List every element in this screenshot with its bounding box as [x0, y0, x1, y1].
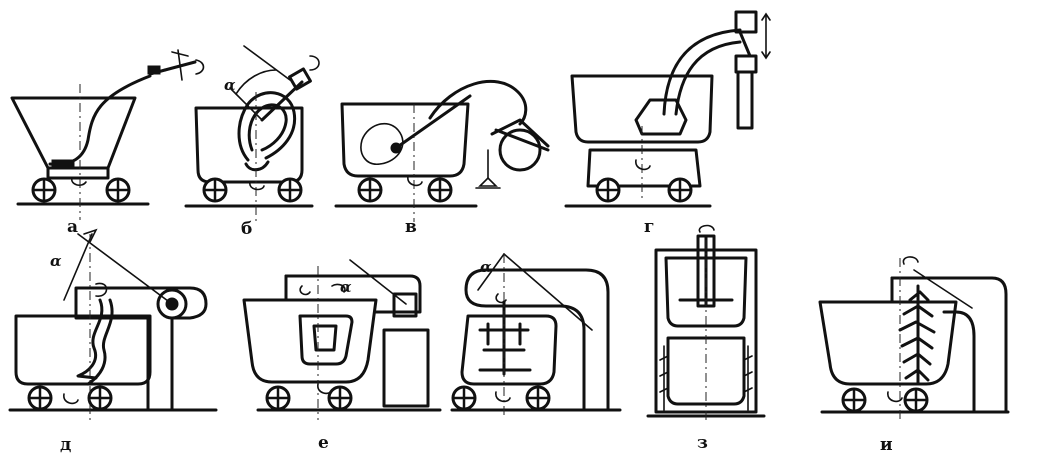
- angle-zh: α: [480, 258, 492, 276]
- angle-e: α: [340, 278, 352, 296]
- label-d: д: [60, 435, 71, 455]
- label-b: б: [241, 219, 252, 239]
- label-i: и: [880, 435, 893, 455]
- scheme-a: а: [10, 49, 205, 237]
- scheme-e: α е: [242, 259, 442, 453]
- label-z: з: [697, 433, 708, 453]
- scheme-i: и: [818, 256, 1010, 455]
- angle-b: α: [224, 76, 236, 94]
- scheme-zh: α: [450, 253, 622, 418]
- scheme-z: з: [646, 224, 766, 453]
- scheme-g: г: [564, 10, 771, 237]
- label-g: г: [644, 217, 654, 237]
- label-v: в: [405, 217, 417, 237]
- scheme-d: α д: [8, 228, 218, 455]
- label-e: е: [318, 433, 329, 453]
- label-a: а: [67, 217, 78, 237]
- scheme-b: α б: [184, 45, 320, 239]
- scheme-v: в: [334, 80, 550, 237]
- angle-d: α: [50, 252, 62, 270]
